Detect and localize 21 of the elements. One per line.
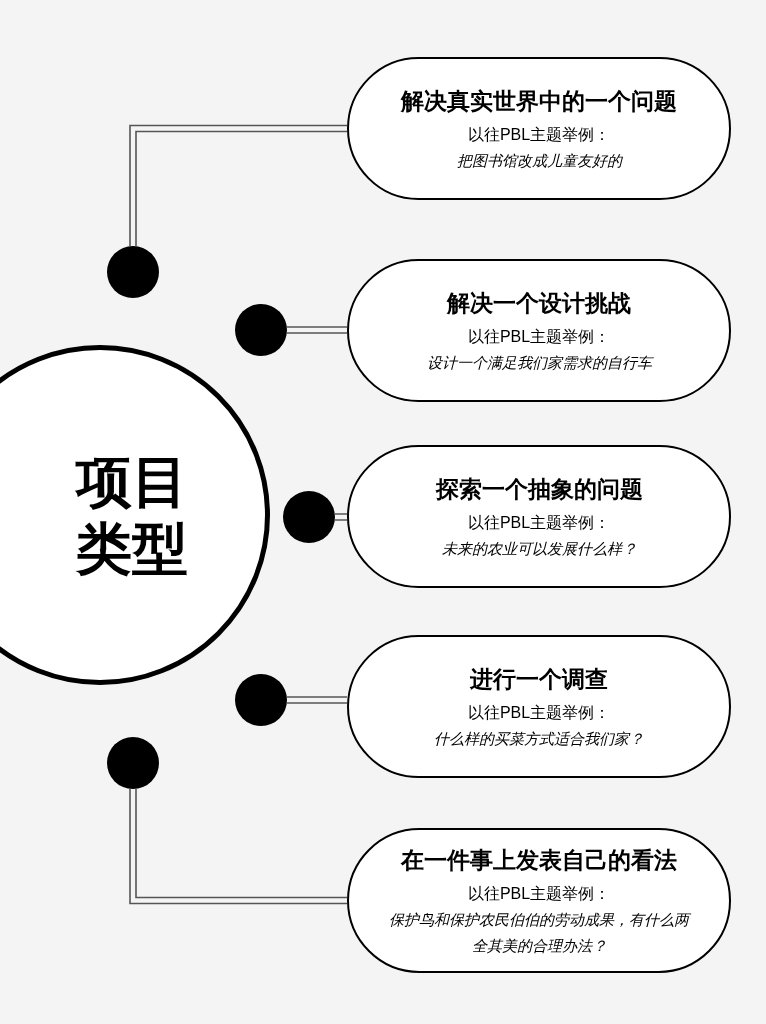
double-connector-line bbox=[286, 326, 348, 334]
example-text: 把图书馆改成儿童友好的 bbox=[456, 150, 622, 171]
category-title: 解决一个设计挑战 bbox=[447, 288, 631, 318]
topic-title: 项目类型 bbox=[74, 448, 189, 582]
example-label: 以往PBL主题举例： bbox=[467, 884, 611, 905]
example-label: 以往PBL主题举例： bbox=[467, 125, 611, 146]
example-text: 什么样的买菜方式适合我们家？ bbox=[434, 728, 644, 749]
double-connector-line bbox=[334, 513, 348, 521]
example-text: 设计一个满足我们家需求的自行车 bbox=[426, 352, 652, 373]
example-label: 以往PBL主题举例： bbox=[467, 327, 611, 348]
category-title: 解决真实世界中的一个问题 bbox=[401, 86, 677, 116]
double-connector-line bbox=[129, 788, 348, 905]
example-text: 保护鸟和保护农民伯伯的劳动成果，有什么两全其美的合理办法？ bbox=[389, 910, 689, 956]
example-text: 未来的农业可以发展什么样？ bbox=[441, 538, 637, 559]
category-title: 探索一个抽象的问题 bbox=[435, 474, 643, 504]
double-connector-line bbox=[286, 696, 348, 704]
double-connector-line bbox=[129, 124, 348, 247]
example-label: 以往PBL主题举例： bbox=[467, 703, 611, 724]
example-label: 以往PBL主题举例： bbox=[467, 513, 611, 534]
category-title: 进行一个调查 bbox=[470, 664, 608, 694]
category-title: 在一件事上发表自己的看法 bbox=[401, 845, 677, 875]
